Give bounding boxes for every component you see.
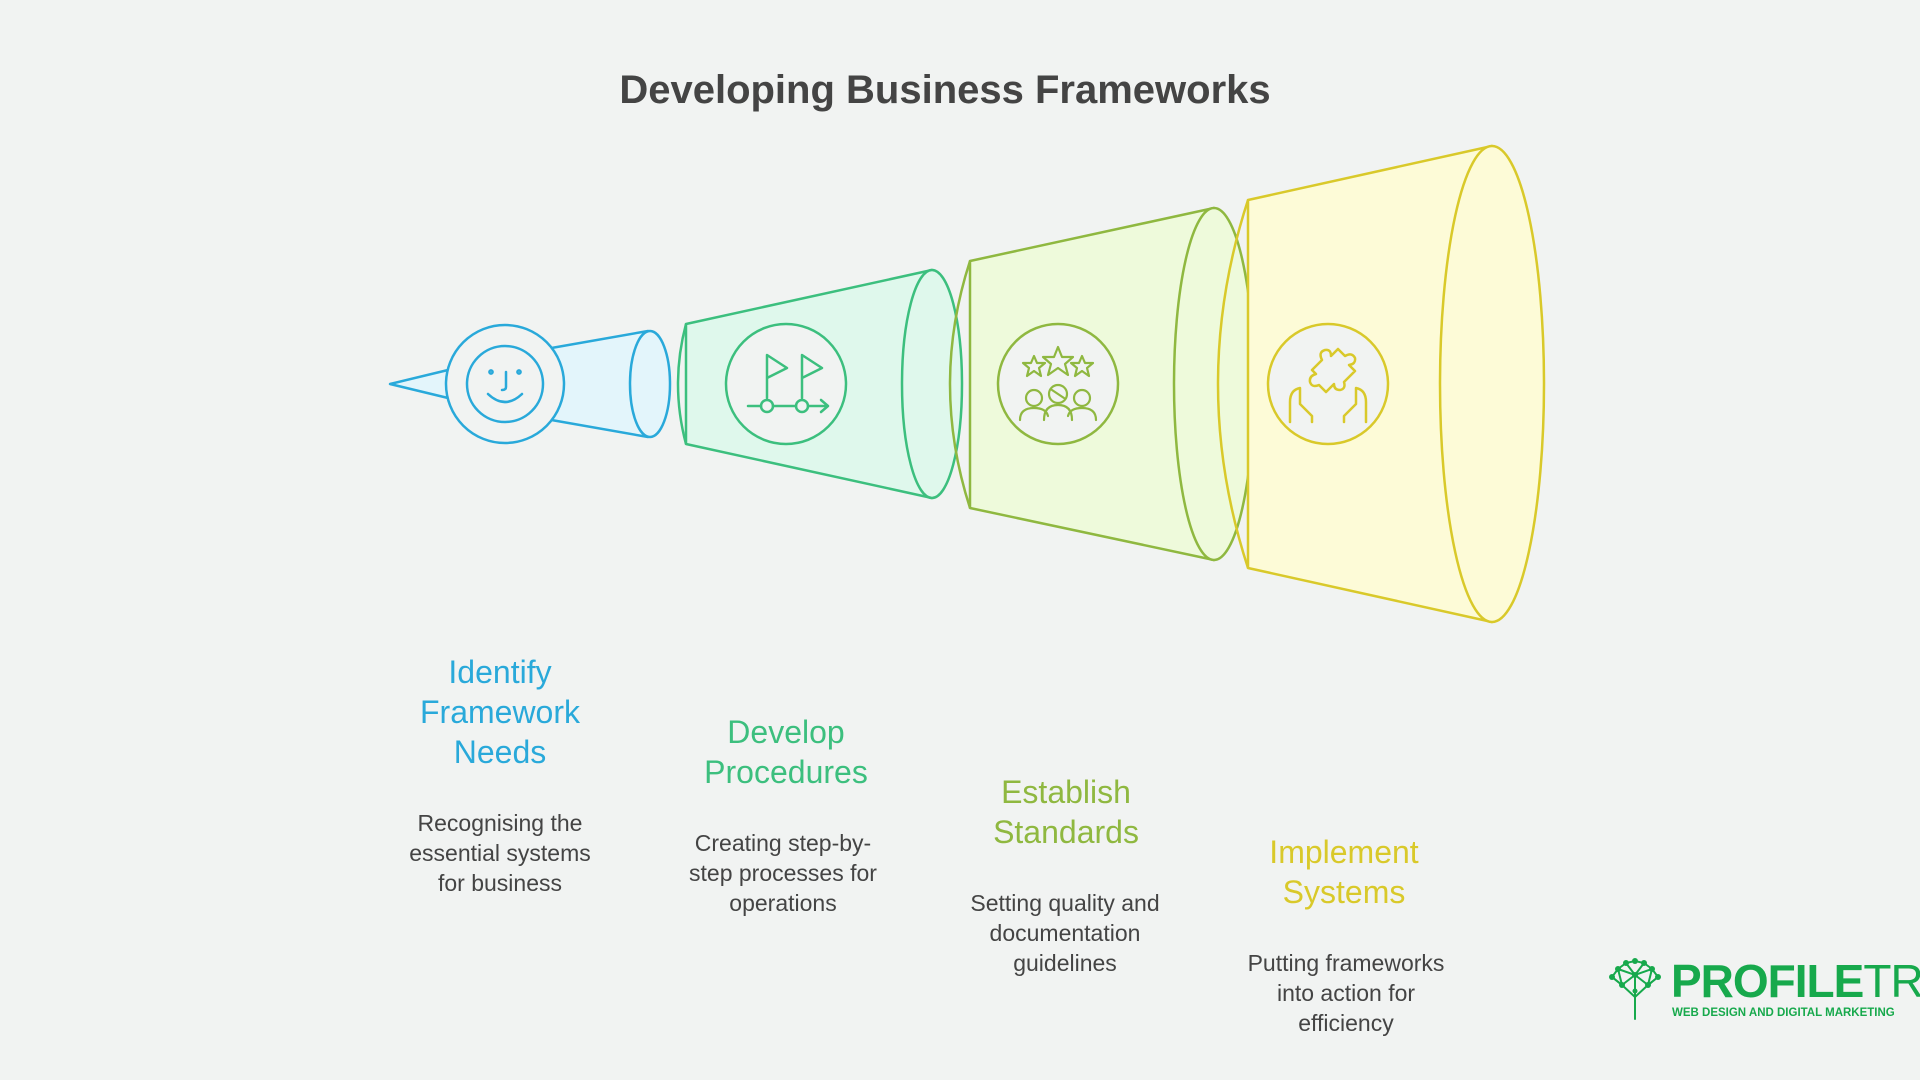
flags-path-icon: [746, 353, 830, 414]
step-3-title-line: Establish: [1001, 774, 1131, 810]
step-2-title-line: Procedures: [704, 754, 868, 790]
logo-tagline: WEB DESIGN AND DIGITAL MARKETING: [1672, 1007, 1895, 1019]
smiley-face-icon: [465, 344, 545, 424]
step-1-title: Identify Framework Needs: [390, 652, 610, 772]
step-1-title-line: Framework: [419, 694, 580, 730]
funnel-rim-4: [1438, 144, 1546, 624]
step-4-description-line: Putting frameworks: [1247, 950, 1445, 976]
funnel-segment-3: [948, 206, 1256, 562]
step-3-description: Setting quality and documentation guidel…: [935, 888, 1195, 978]
funnel-segment-2: [676, 268, 964, 500]
step-1-description: Recognising the essential systems for bu…: [380, 808, 620, 898]
step-2-title-line: Develop: [727, 714, 845, 750]
step-4-description-line: efficiency: [1298, 1010, 1394, 1036]
step-4-title: Implement Systems: [1224, 832, 1464, 912]
step-1-title-line: Identify: [448, 654, 552, 690]
step-3-title: Establish Standards: [946, 772, 1186, 852]
funnel-rim-2: [900, 268, 964, 500]
tree-network-icon: [1609, 958, 1661, 1020]
step-3-description-line: Setting quality and: [970, 890, 1160, 916]
hands-puzzle-icon: [1288, 347, 1368, 424]
page-title: Developing Business Frameworks: [619, 68, 1271, 112]
step-1-description-line: for business: [437, 870, 562, 896]
logo-name-bold: PROFILE: [1671, 955, 1864, 1007]
step-4-description-line: into action for: [1276, 980, 1416, 1006]
step-1-description-line: essential systems: [409, 840, 591, 866]
step-4-title-line: Implement: [1269, 834, 1419, 870]
icon-badge-4: [1266, 322, 1390, 446]
step-2-title: Develop Procedures: [666, 712, 906, 792]
step-2-description-line: step processes for: [689, 860, 877, 886]
step-1-description-line: Recognising the: [417, 810, 583, 836]
funnel-segment-4: [1216, 144, 1546, 624]
step-4-title-line: Systems: [1282, 874, 1406, 910]
funnel-back-2: [676, 323, 688, 445]
funnel-segment-1: [388, 323, 672, 445]
logo-wordmark: PROFILETREE: [1671, 957, 1920, 1005]
funnel-back-3: [948, 260, 972, 509]
funnel-rim-3: [1172, 206, 1256, 562]
step-4-description: Putting frameworks into action for effic…: [1216, 948, 1476, 1038]
step-3-description-line: guidelines: [1013, 950, 1117, 976]
icon-badge-2: [724, 322, 848, 446]
funnel-rim-1: [628, 329, 672, 439]
step-2-description-line: operations: [729, 890, 837, 916]
logo-name-light: TREE: [1863, 955, 1920, 1007]
profiletree-logo: PROFILETREE WEB DESIGN AND DIGITAL MARKE…: [1604, 955, 1920, 1025]
stars-team-icon: [1018, 345, 1098, 422]
funnel-back-4: [1216, 199, 1250, 569]
step-1-title-line: Needs: [453, 734, 547, 770]
step-2-description-line: Creating step-by-: [694, 830, 872, 856]
step-3-title-line: Standards: [993, 814, 1139, 850]
funnel-tip: [388, 368, 450, 400]
step-3-description-line: documentation: [989, 920, 1141, 946]
step-2-description: Creating step-by- step processes for ope…: [663, 828, 903, 918]
